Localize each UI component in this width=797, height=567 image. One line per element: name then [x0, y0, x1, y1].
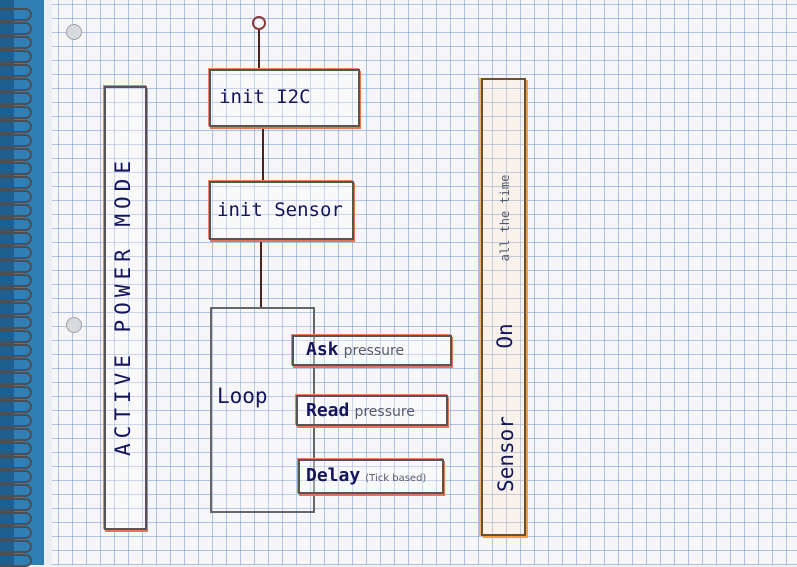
spiral-coil — [0, 442, 32, 455]
delay-box — [298, 459, 444, 494]
read-pressure-box — [296, 395, 448, 426]
spiral-coil — [0, 134, 32, 147]
active-power-mode-box — [104, 86, 147, 530]
spiral-coil — [0, 554, 32, 567]
spiral-coil — [0, 120, 32, 133]
spiral-coil — [0, 526, 32, 539]
sensor-note-label: all the time — [498, 174, 512, 262]
tick-based-word: (Tick based) — [365, 473, 427, 484]
spiral-coil — [0, 218, 32, 231]
spiral-coil — [0, 288, 32, 301]
spiral-coil — [0, 162, 32, 175]
loop-label: Loop — [217, 384, 268, 408]
ask-word: Ask — [306, 339, 339, 360]
init-i2c-box — [209, 69, 360, 127]
delay-label: Delay (Tick based) — [306, 465, 426, 486]
spiral-coil — [0, 498, 32, 511]
spiral-coil — [0, 456, 32, 469]
spiral-coil — [0, 176, 32, 189]
spiral-coil — [0, 204, 32, 217]
notebook-paper-edge — [44, 0, 54, 565]
start-node — [252, 16, 266, 30]
spiral-coil — [0, 50, 32, 63]
spiral-coil — [0, 358, 32, 371]
spiral-coil — [0, 64, 32, 77]
spiral-coil — [0, 36, 32, 49]
spiral-coil — [0, 428, 32, 441]
spiral-coil — [0, 400, 32, 413]
spiral-coil — [0, 106, 32, 119]
sensor-label: Sensor — [494, 416, 518, 492]
read-pressure-label: Read pressure — [306, 400, 415, 421]
spiral-coil — [0, 540, 32, 553]
spiral-coil — [0, 484, 32, 497]
punch-hole — [66, 317, 82, 333]
delay-word: Delay — [306, 465, 361, 486]
spiral-coil — [0, 246, 32, 259]
spiral-coil — [0, 78, 32, 91]
spiral-coil — [0, 232, 32, 245]
spiral-coil — [0, 470, 32, 483]
spiral-coil — [0, 22, 32, 35]
spiral-coil — [0, 302, 32, 315]
spiral-coil — [0, 8, 32, 21]
ask-pressure-label: Ask pressure — [306, 339, 404, 360]
sensor-state-label: On — [493, 323, 517, 349]
start-connector — [258, 30, 260, 70]
punch-hole — [66, 24, 82, 40]
spiral-coil — [0, 372, 32, 385]
connector-sensor-loop — [260, 240, 262, 308]
spiral-coil — [0, 414, 32, 427]
ask-pressure-word: pressure — [343, 343, 405, 359]
init-sensor-box — [209, 181, 354, 240]
spiral-coil — [0, 316, 32, 329]
spiral-coil — [0, 512, 32, 525]
spiral-coil — [0, 92, 32, 105]
sensor-on-box — [481, 78, 526, 536]
active-power-mode-label: ACTIVE POWER MODE — [111, 156, 135, 456]
grid-paper — [52, 0, 797, 565]
init-sensor-label: init Sensor — [217, 199, 343, 221]
spiral-coil — [0, 148, 32, 161]
init-i2c-label: init I2C — [219, 86, 311, 108]
connector-i2c-sensor — [262, 127, 264, 183]
spiral-coil — [0, 260, 32, 273]
read-pressure-word: pressure — [354, 404, 415, 420]
ask-pressure-box — [292, 335, 452, 366]
spiral-coil — [0, 344, 32, 357]
spiral-coil — [0, 190, 32, 203]
read-word: Read — [306, 400, 350, 421]
spiral-coil — [0, 386, 32, 399]
spiral-coil — [0, 274, 32, 287]
spiral-coil — [0, 330, 32, 343]
